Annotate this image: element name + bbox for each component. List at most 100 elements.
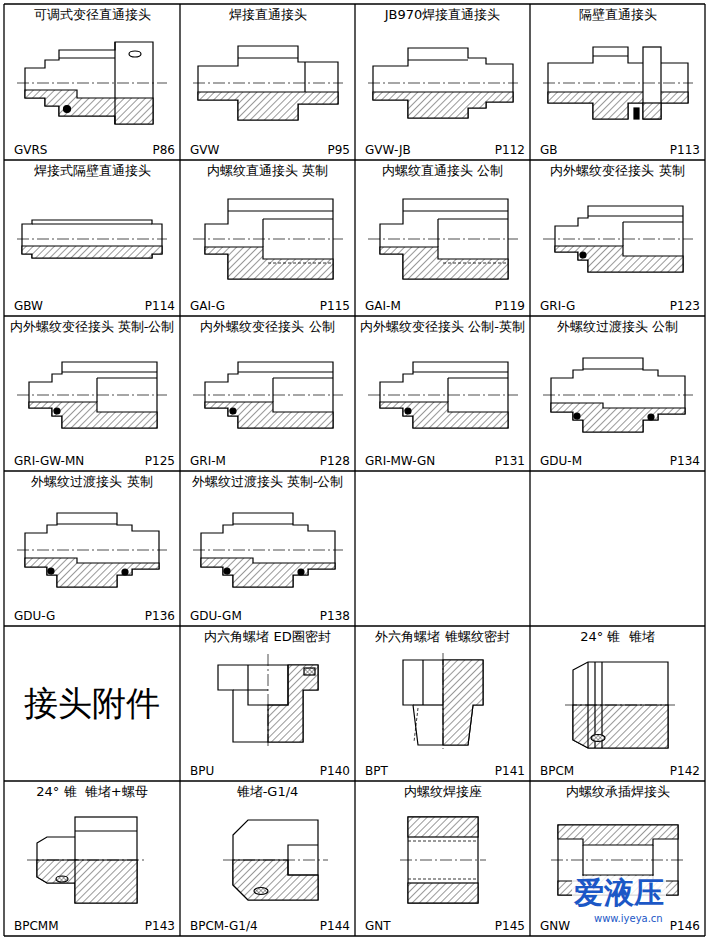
fitting-title: 24° 锥 锥堵 <box>531 629 704 645</box>
fitting-drawing <box>368 199 518 279</box>
fitting-title: 内外螺纹变径接头 英制 <box>531 163 704 179</box>
section-heading-text: 接头附件 <box>24 681 160 727</box>
table-cell: 内外螺纹变径接头 英制 GRI-G P123 <box>531 161 704 315</box>
table-cell: 焊接式隔壁直通接头GBWP114 <box>5 161 179 315</box>
part-code-text: GRI-MW-GN <box>365 454 435 468</box>
table-cell: 内六角螺堵 ED圈密封BPUP140 <box>181 627 354 780</box>
table-cell: 外螺纹过渡接头 英制 GDU-G P136 <box>5 472 179 625</box>
page-ref-text: P134 <box>670 454 700 468</box>
page-ref-text: P95 <box>327 143 350 157</box>
part-code-text: GVRS <box>14 143 47 157</box>
part-code: GAI-G <box>190 299 225 313</box>
watermark: 爱液压 <box>572 876 666 911</box>
fitting-drawing <box>565 662 675 748</box>
fitting-title: 焊接式隔壁直通接头 <box>5 163 179 179</box>
fitting-title: JB970焊接直通接头 <box>356 7 529 23</box>
fitting-title: 内外螺纹变径接头 公制 <box>181 319 354 335</box>
page-ref: P136 <box>145 609 175 623</box>
fitting-title-text: 内螺纹承插焊接头 <box>566 784 670 799</box>
table-cell: JB970焊接直通接头 GVW-JB P112 <box>356 5 529 159</box>
part-code: GVW-JB <box>365 143 411 157</box>
page-ref: P138 <box>320 609 350 623</box>
table-cell: 外螺纹过渡接头 英制-公制GDU-GMP138 <box>181 472 354 625</box>
fitting-title: 隔壁直通接头 <box>531 7 704 23</box>
fitting-drawing <box>27 817 147 903</box>
table-cell: 24° 锥 锥堵 BPCM P142 <box>531 627 704 780</box>
table-cell: 锥堵-G1/4BPCM-G1/4P144 <box>181 782 354 935</box>
fitting-drawing <box>223 820 328 900</box>
part-code-text: GVW <box>190 143 219 157</box>
fitting-title-text: 焊接直通接头 <box>229 7 307 22</box>
fitting-drawing <box>543 358 693 432</box>
part-code: GRI-M <box>190 454 226 468</box>
fitting-title-text: 外六角螺堵 锥螺纹密封 <box>375 629 509 644</box>
fitting-title: 外螺纹过渡接头 英制 <box>5 474 179 490</box>
fitting-drawing <box>543 206 693 272</box>
part-code: GRI-MW-GN <box>365 454 435 468</box>
fitting-title: 内外螺纹变径接头 英制-公制 <box>5 319 179 335</box>
fitting-title: 24° 锥 锥堵+螺母 <box>5 784 179 800</box>
part-code-text: GRI-GW-MN <box>14 454 84 468</box>
fitting-title-text: 内外螺纹变径接头 英制 <box>550 163 684 178</box>
fitting-title-text: 内外螺纹变径接头 公制 <box>200 319 334 334</box>
fitting-title-text: 外螺纹过渡接头 英制-公制 <box>192 474 344 489</box>
table-cell: 内螺纹直通接头 公制GAI-MP119 <box>356 161 529 315</box>
fitting-drawing <box>193 199 343 279</box>
part-code-text: BPCM-G1/4 <box>190 919 258 933</box>
page-ref: P142 <box>670 764 700 778</box>
page-ref-text: P119 <box>495 299 525 313</box>
fitting-title-text: 内六角螺堵 ED圈密封 <box>204 629 330 644</box>
fitting-drawing <box>218 654 318 748</box>
page-ref-text: P114 <box>145 299 175 313</box>
fitting-title-text: 外螺纹过渡接头 英制 <box>31 474 152 489</box>
fitting-title: 可调式变径直通接头 <box>5 7 179 23</box>
table-cell: 内螺纹焊接座GNTP145 <box>356 782 529 935</box>
page-ref: P123 <box>670 299 700 313</box>
part-code-text: GVW-JB <box>365 143 411 157</box>
part-code-text: GDU-G <box>14 609 55 623</box>
part-code-text: GAI-G <box>190 299 225 313</box>
page-ref: P146 <box>670 919 700 933</box>
part-code-text: GRI-G <box>540 299 575 313</box>
section-heading: 接头附件 <box>5 627 179 780</box>
part-code: GRI-GW-MN <box>14 454 84 468</box>
page-ref: P141 <box>495 764 525 778</box>
part-code: GDU-G <box>14 609 55 623</box>
page-ref-text: P141 <box>495 764 525 778</box>
part-code: GVRS <box>14 143 47 157</box>
part-code: GRI-G <box>540 299 575 313</box>
part-code: BPCMM <box>14 919 59 933</box>
page-ref: P128 <box>320 454 350 468</box>
part-code: BPCM <box>540 764 574 778</box>
table-cell: 内外螺纹变径接头 公制-英制GRI-MW-GNP131 <box>356 317 529 470</box>
part-code-text: GB <box>540 143 558 157</box>
fitting-title: 内六角螺堵 ED圈密封 <box>181 629 354 645</box>
fitting-drawing <box>368 48 518 118</box>
page-ref: P140 <box>320 764 350 778</box>
part-code: BPCM-G1/4 <box>190 919 258 933</box>
page-ref: P143 <box>145 919 175 933</box>
fitting-title: 外螺纹过渡接头 英制-公制 <box>181 474 354 490</box>
fitting-title: 内螺纹承插焊接头 <box>531 784 704 800</box>
table-cell: 内外螺纹变径接头 公制 GRI-M P128 <box>181 317 354 470</box>
page-ref: P112 <box>495 143 525 157</box>
page-ref-text: P115 <box>320 299 350 313</box>
fitting-title-text: 内螺纹直通接头 公制 <box>382 163 503 178</box>
fitting-title-text: 内螺纹直通接头 英制 <box>207 163 328 178</box>
part-code-text: BPCMM <box>14 919 59 933</box>
fitting-drawing <box>17 362 167 428</box>
table-cell: 外六角螺堵 锥螺纹密封 BPT P141 <box>356 627 529 780</box>
page-ref: P145 <box>495 919 525 933</box>
fitting-title-text: 内螺纹焊接座 <box>404 784 482 799</box>
fitting-title-text: JB970焊接直通接头 <box>385 7 501 22</box>
fitting-title-text: 焊接式隔壁直通接头 <box>34 163 151 178</box>
part-code-text: GNW <box>540 919 570 933</box>
fitting-title: 外六角螺堵 锥螺纹密封 <box>356 629 529 645</box>
fitting-title: 焊接直通接头 <box>181 7 354 23</box>
fitting-drawing <box>17 42 167 124</box>
table-cell: 可调式变径直通接头GVRSP86 <box>5 5 179 159</box>
fitting-title-text: 内外螺纹变径接头 公制-英制 <box>360 319 525 334</box>
fitting-title-text: 内外螺纹变径接头 英制-公制 <box>10 319 175 334</box>
part-code: BPT <box>365 764 388 778</box>
